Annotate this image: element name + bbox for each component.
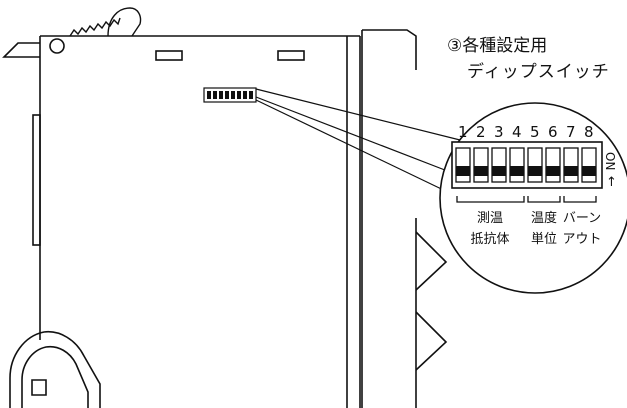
dip-switch-1 [455,147,471,183]
callout-subtitle: ディップスイッチ [467,62,610,82]
vent-slot [277,50,305,61]
dip-switch-3 [491,147,507,183]
group-label-temp-unit-2: 単位 [531,231,557,247]
group-label-rtd-2: 抵抗体 [470,232,509,247]
switch-number: 4 [512,123,522,141]
dip-switch-6 [545,147,561,183]
switch-number: 7 [566,123,576,141]
connector-wedge [415,231,448,371]
switch-number-labels: 1 2 3 4 5 6 7 8 [458,123,594,141]
screw-hole [49,38,65,54]
side-recess [32,114,41,246]
dip-switch-5 [527,147,543,183]
group-label-burnout-2: アウト [562,232,601,247]
group-brackets [456,196,597,203]
switch-number: 3 [494,123,504,141]
dip-switches [455,147,597,183]
dip-switch-7 [563,147,579,183]
group-label-temp-unit: 温度 [531,210,557,226]
callout-title: ③各種設定用 [447,36,548,56]
vent-slot [155,50,183,61]
switch-number: 6 [548,123,558,141]
dip-switch-small [203,87,257,103]
gear-icon [69,7,142,37]
dip-switch-4 [509,147,525,183]
side-panel [361,29,417,408]
switch-number: 1 [458,123,468,141]
group-labels: 測温 抵抗体 温度 単位 バーン アウト [470,210,601,247]
dip-switch-2 [473,147,489,183]
dip-switch-8 [581,147,597,183]
device-body [39,35,361,408]
on-arrow: ↑ [606,175,617,190]
mounting-tab [2,42,40,58]
switch-number: 8 [584,123,594,141]
group-label-rtd: 測温 [477,211,503,226]
zoom-callout-lines [255,88,461,197]
switch-number: 2 [476,123,486,141]
switch-number: 5 [530,123,540,141]
group-label-burnout: バーン [563,211,601,226]
on-label: ON [603,152,617,170]
latch-hook [9,331,101,408]
